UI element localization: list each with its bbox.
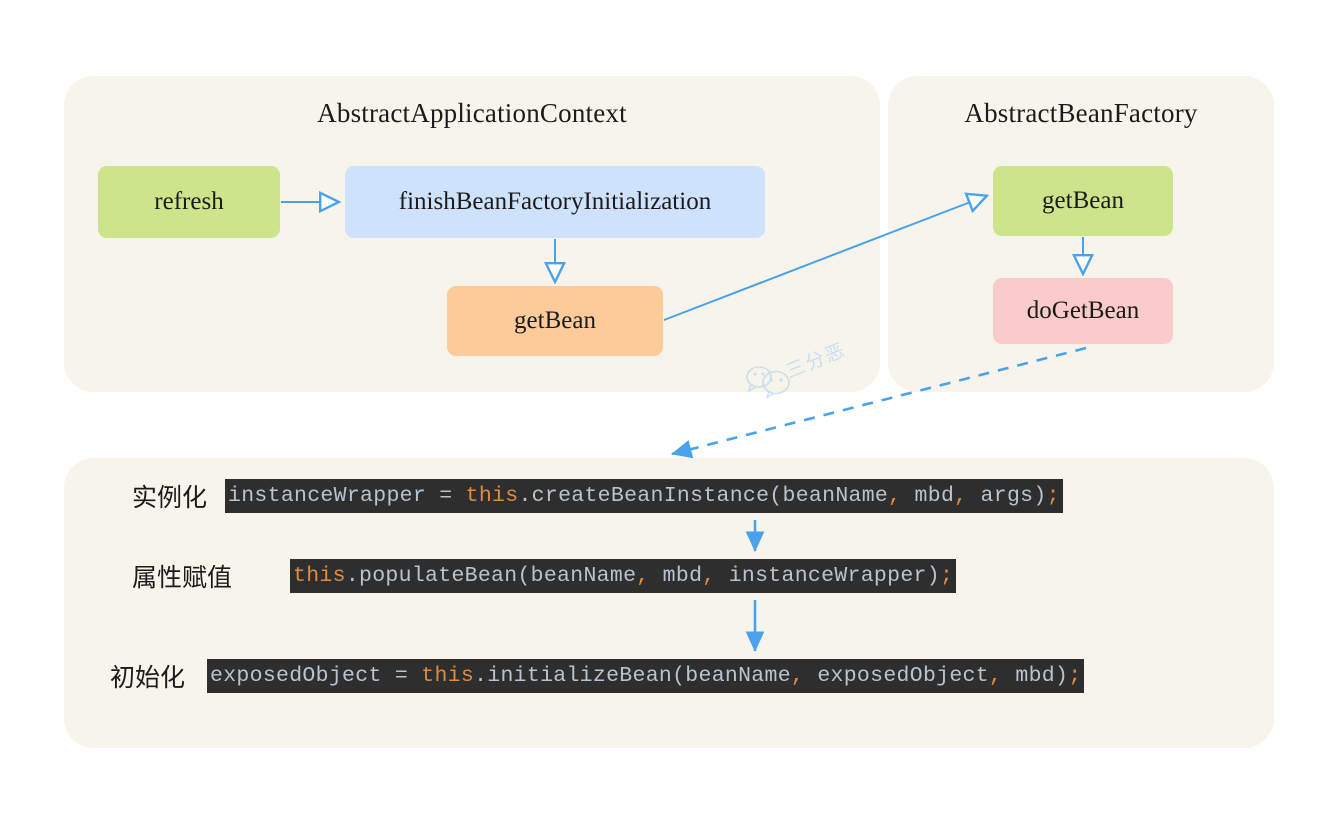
step-row-initialize: 初始化 exposedObject = this.initializeBean(… [110, 659, 1085, 693]
step-row-populate: 属性赋值 this.populateBean(beanName, mbd, in… [132, 559, 957, 593]
step-row-instantiate: 实例化 instanceWrapper = this.createBeanIns… [132, 479, 1063, 513]
panel-title-context: AbstractApplicationContext [317, 98, 627, 128]
step-label-instantiate: 实例化 [132, 485, 208, 512]
panel-title-factory: AbstractBeanFactory [964, 98, 1198, 128]
node-refresh[interactable]: refresh [98, 166, 280, 238]
step-label-initialize: 初始化 [110, 665, 186, 692]
code-chip-instantiate[interactable]: instanceWrapper = this.createBeanInstanc… [225, 479, 1063, 513]
node-finish-bean-factory-initialization[interactable]: finishBeanFactoryInitialization [345, 166, 765, 238]
watermark: 三分恶 [742, 340, 852, 406]
node-context-get-bean[interactable]: getBean [447, 286, 663, 356]
code-chip-populate[interactable]: this.populateBean(beanName, mbd, instanc… [290, 559, 957, 593]
node-do-get-bean[interactable]: doGetBean [993, 278, 1173, 344]
step-label-populate: 属性赋值 [132, 565, 233, 592]
code-chip-initialize[interactable]: exposedObject = this.initializeBean(bean… [207, 659, 1085, 693]
node-factory-get-bean[interactable]: getBean [993, 166, 1173, 236]
